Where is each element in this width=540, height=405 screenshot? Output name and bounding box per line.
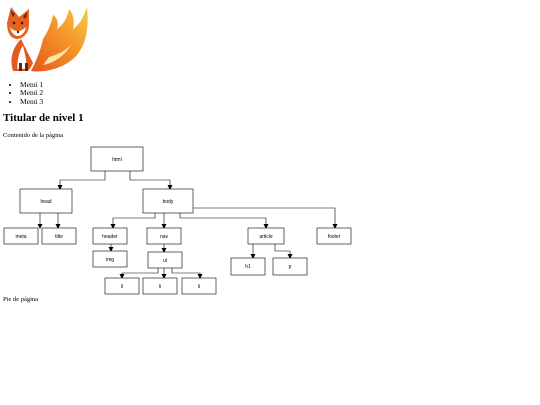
edge-body-header [110,213,156,229]
node-label: article [259,234,273,240]
node-label: title [55,234,63,240]
tree-node-header: header [92,227,128,245]
tree-node-footer: footer [316,227,352,245]
tree-node-nav: nav [146,227,182,245]
node-label: html [112,157,121,163]
tree-node-li-3: li [181,277,217,295]
node-label: h1 [245,264,251,270]
node-label: header [102,234,118,240]
tree-node-head: head [19,188,73,214]
node-label: footer [328,234,341,240]
tree-node-body: body [142,188,194,214]
tree-edges [37,171,338,279]
tree-node-p: p [272,257,308,276]
tree-node-meta: meta [3,227,39,245]
menu-item-2[interactable]: Menú 2 [20,88,43,97]
edge-html-head [57,171,106,190]
tree-node-ul: ul [147,251,183,269]
edge-html-body [129,171,173,190]
tree-node-article: article [247,227,285,245]
node-label: nav [160,234,169,240]
fox-logo-icon [7,7,88,72]
node-label: body [163,199,174,205]
node-label: li [159,284,161,290]
page-content-text: Contenido de la página [3,132,64,139]
page-footer-text: Pie de página [3,296,39,303]
menu-item-1[interactable]: Menú 1 [20,80,43,89]
menu-item-3[interactable]: Menú 3 [20,97,43,106]
node-label: meta [15,234,26,240]
edge-body-footer [193,207,338,229]
edge-body-article [179,213,269,229]
tree-node-title: title [41,227,77,245]
tree-node-h1: h1 [230,257,266,276]
edge-ul-li3 [171,268,203,279]
tree-node-html: html [90,146,144,172]
page-title: Titular de nivel 1 [3,112,84,124]
tree-node-li-2: li [142,277,178,295]
node-label: li [198,284,200,290]
tree-node-li-1: li [104,277,140,295]
node-label: head [40,199,51,205]
edge-article-p [274,244,293,259]
node-label: p [289,264,292,270]
node-label: ul [163,258,167,264]
node-label: li [121,284,123,290]
menu-list: Menú 1 Menú 2 Menú 3 [20,80,43,106]
edge-ul-li1 [119,268,159,279]
tree-node-img: img [92,250,128,268]
node-label: img [106,257,114,263]
